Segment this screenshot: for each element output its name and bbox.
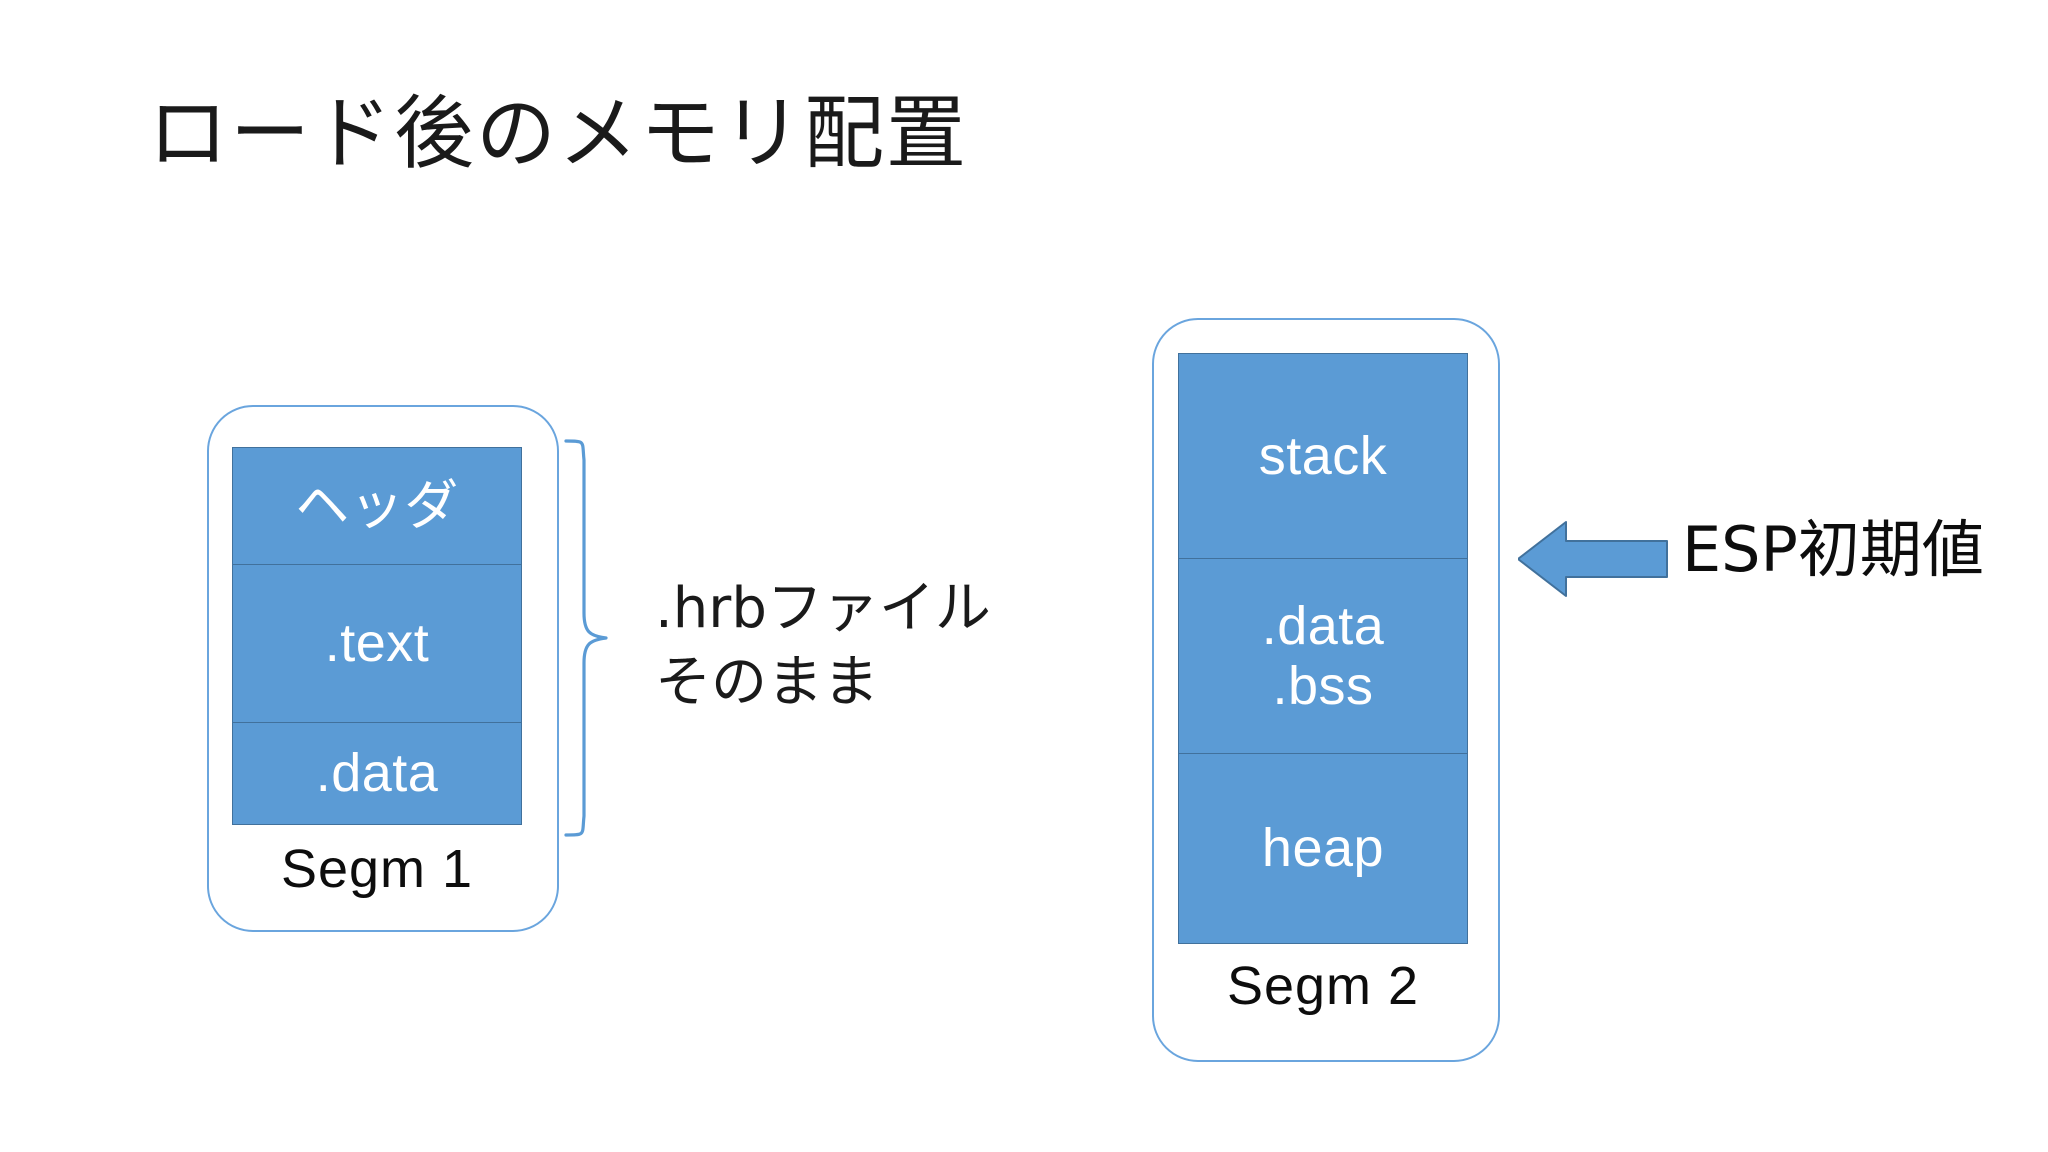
segment-caption-segm2: Segm 2	[1226, 956, 1420, 1016]
memory-block-stack-segm2: stack .data .bss heap	[1178, 353, 1468, 944]
memory-block-heap: heap	[1178, 753, 1468, 944]
curly-brace-icon	[560, 438, 630, 838]
memory-block-stack: stack	[1178, 353, 1468, 559]
arrow-left-icon	[1518, 520, 1668, 598]
memory-block-header: ヘッダ	[232, 447, 522, 565]
memory-block-data-bss: .data .bss	[1178, 558, 1468, 754]
memory-block-text: .text	[232, 564, 522, 723]
segment-caption-segm1: Segm 1	[280, 839, 474, 899]
memory-block-data: .data	[232, 722, 522, 825]
memory-block-label: .data	[315, 743, 439, 804]
page-title: ロード後のメモリ配置	[148, 87, 968, 180]
memory-block-label: ヘッダ	[295, 475, 459, 536]
memory-block-label: heap	[1261, 818, 1385, 879]
memory-block-label: .text	[324, 613, 430, 674]
memory-block-label: .data .bss	[1261, 595, 1385, 716]
esp-initial-value-label: ESP初期値	[1682, 513, 1984, 586]
memory-block-stack-segm1: ヘッダ .text .data	[232, 447, 522, 825]
memory-block-label: stack	[1258, 425, 1388, 486]
brace-annotation-text: .hrbファイル そのまま	[655, 576, 991, 716]
